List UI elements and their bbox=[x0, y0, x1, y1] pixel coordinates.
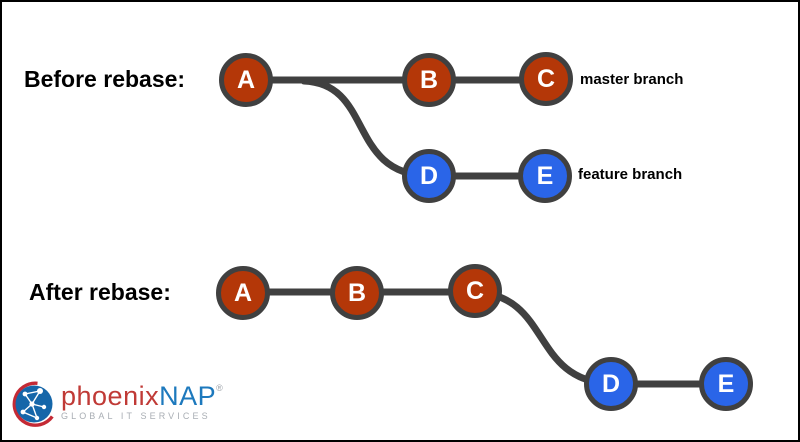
commit-node-after-D: D bbox=[584, 357, 638, 411]
before-rebase-title: Before rebase: bbox=[24, 66, 186, 92]
trademark-symbol: ® bbox=[216, 383, 224, 393]
commit-letter: B bbox=[347, 278, 367, 307]
globe-network-icon bbox=[12, 381, 54, 427]
commit-node-before-D: D bbox=[402, 149, 456, 203]
feature-branch-label: feature branch bbox=[578, 166, 683, 183]
commit-letter: D bbox=[419, 161, 439, 190]
commit-letter: C bbox=[465, 276, 485, 305]
brand-name: phoenixNAP® bbox=[61, 383, 223, 410]
commit-letter: A bbox=[233, 278, 253, 307]
brand-nap: NAP bbox=[159, 381, 217, 411]
commit-node-before-A: A bbox=[219, 53, 273, 107]
master-branch-label: master branch bbox=[580, 71, 684, 88]
commit-node-after-A: A bbox=[216, 266, 270, 320]
commit-node-after-E: E bbox=[699, 357, 753, 411]
commit-node-after-B: B bbox=[330, 266, 384, 320]
commit-letter: B bbox=[419, 65, 439, 94]
commit-node-before-B: B bbox=[402, 53, 456, 107]
commit-node-after-C: C bbox=[448, 264, 502, 318]
brand-phoenix: phoenix bbox=[61, 381, 160, 411]
commit-letter: E bbox=[536, 161, 554, 190]
after-rebase-title: After rebase: bbox=[29, 279, 171, 305]
commit-letter: C bbox=[536, 64, 556, 93]
phoenixnap-logo: phoenixNAP® GLOBAL IT SERVICES bbox=[10, 381, 223, 429]
commit-letter: D bbox=[601, 369, 621, 398]
logo-tagline: GLOBAL IT SERVICES bbox=[61, 411, 211, 421]
logo-wordmark: phoenixNAP® GLOBAL IT SERVICES bbox=[61, 383, 223, 421]
commit-letter: A bbox=[236, 65, 256, 94]
commit-node-before-C: C bbox=[519, 52, 573, 106]
commit-letter: E bbox=[717, 369, 735, 398]
commit-node-before-E: E bbox=[518, 149, 572, 203]
